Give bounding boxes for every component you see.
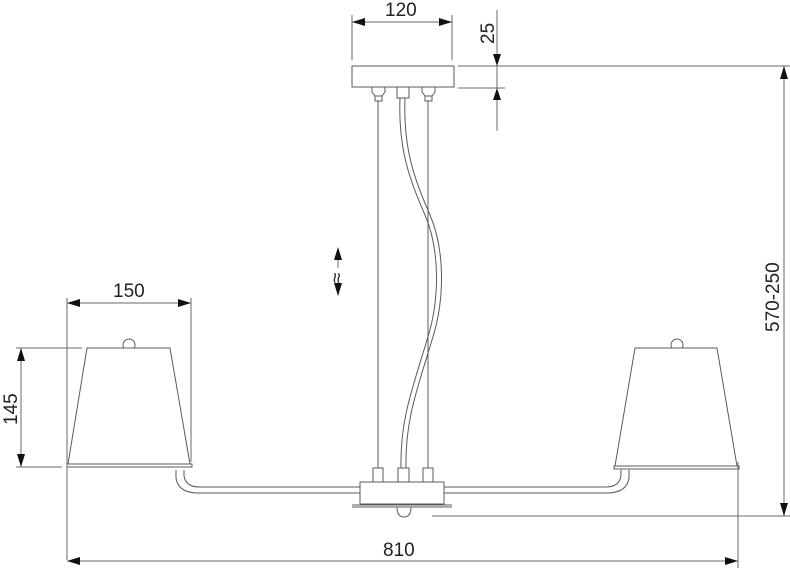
ceiling-canopy xyxy=(351,65,455,102)
total-width-label: 810 xyxy=(383,540,415,561)
left-lamp-shade xyxy=(66,338,193,468)
central-hub xyxy=(352,467,452,518)
adjustable-length-symbol: ≈ xyxy=(327,247,348,296)
canopy-height-label: 25 xyxy=(478,23,499,44)
right-lamp-shade xyxy=(613,338,740,470)
dimension-canopy-height: 25 xyxy=(458,10,790,131)
power-cord xyxy=(399,97,442,469)
suspension-cables xyxy=(377,101,429,468)
shade-width-label: 150 xyxy=(113,281,145,302)
dimension-total-width: 810 xyxy=(67,462,739,568)
dimension-shade-width: 150 xyxy=(66,281,192,560)
total-height-label: 570-250 xyxy=(763,262,784,332)
right-arm xyxy=(444,470,630,494)
dimension-shade-height: 145 xyxy=(1,347,82,468)
adjustable-symbol-text: ≈ xyxy=(327,273,348,283)
shade-height-label: 145 xyxy=(1,393,22,425)
dimension-total-height: 570-250 xyxy=(432,66,790,517)
dimension-canopy-width: 120 xyxy=(351,0,453,60)
left-arm xyxy=(175,470,360,494)
canopy-width-label: 120 xyxy=(385,0,417,21)
